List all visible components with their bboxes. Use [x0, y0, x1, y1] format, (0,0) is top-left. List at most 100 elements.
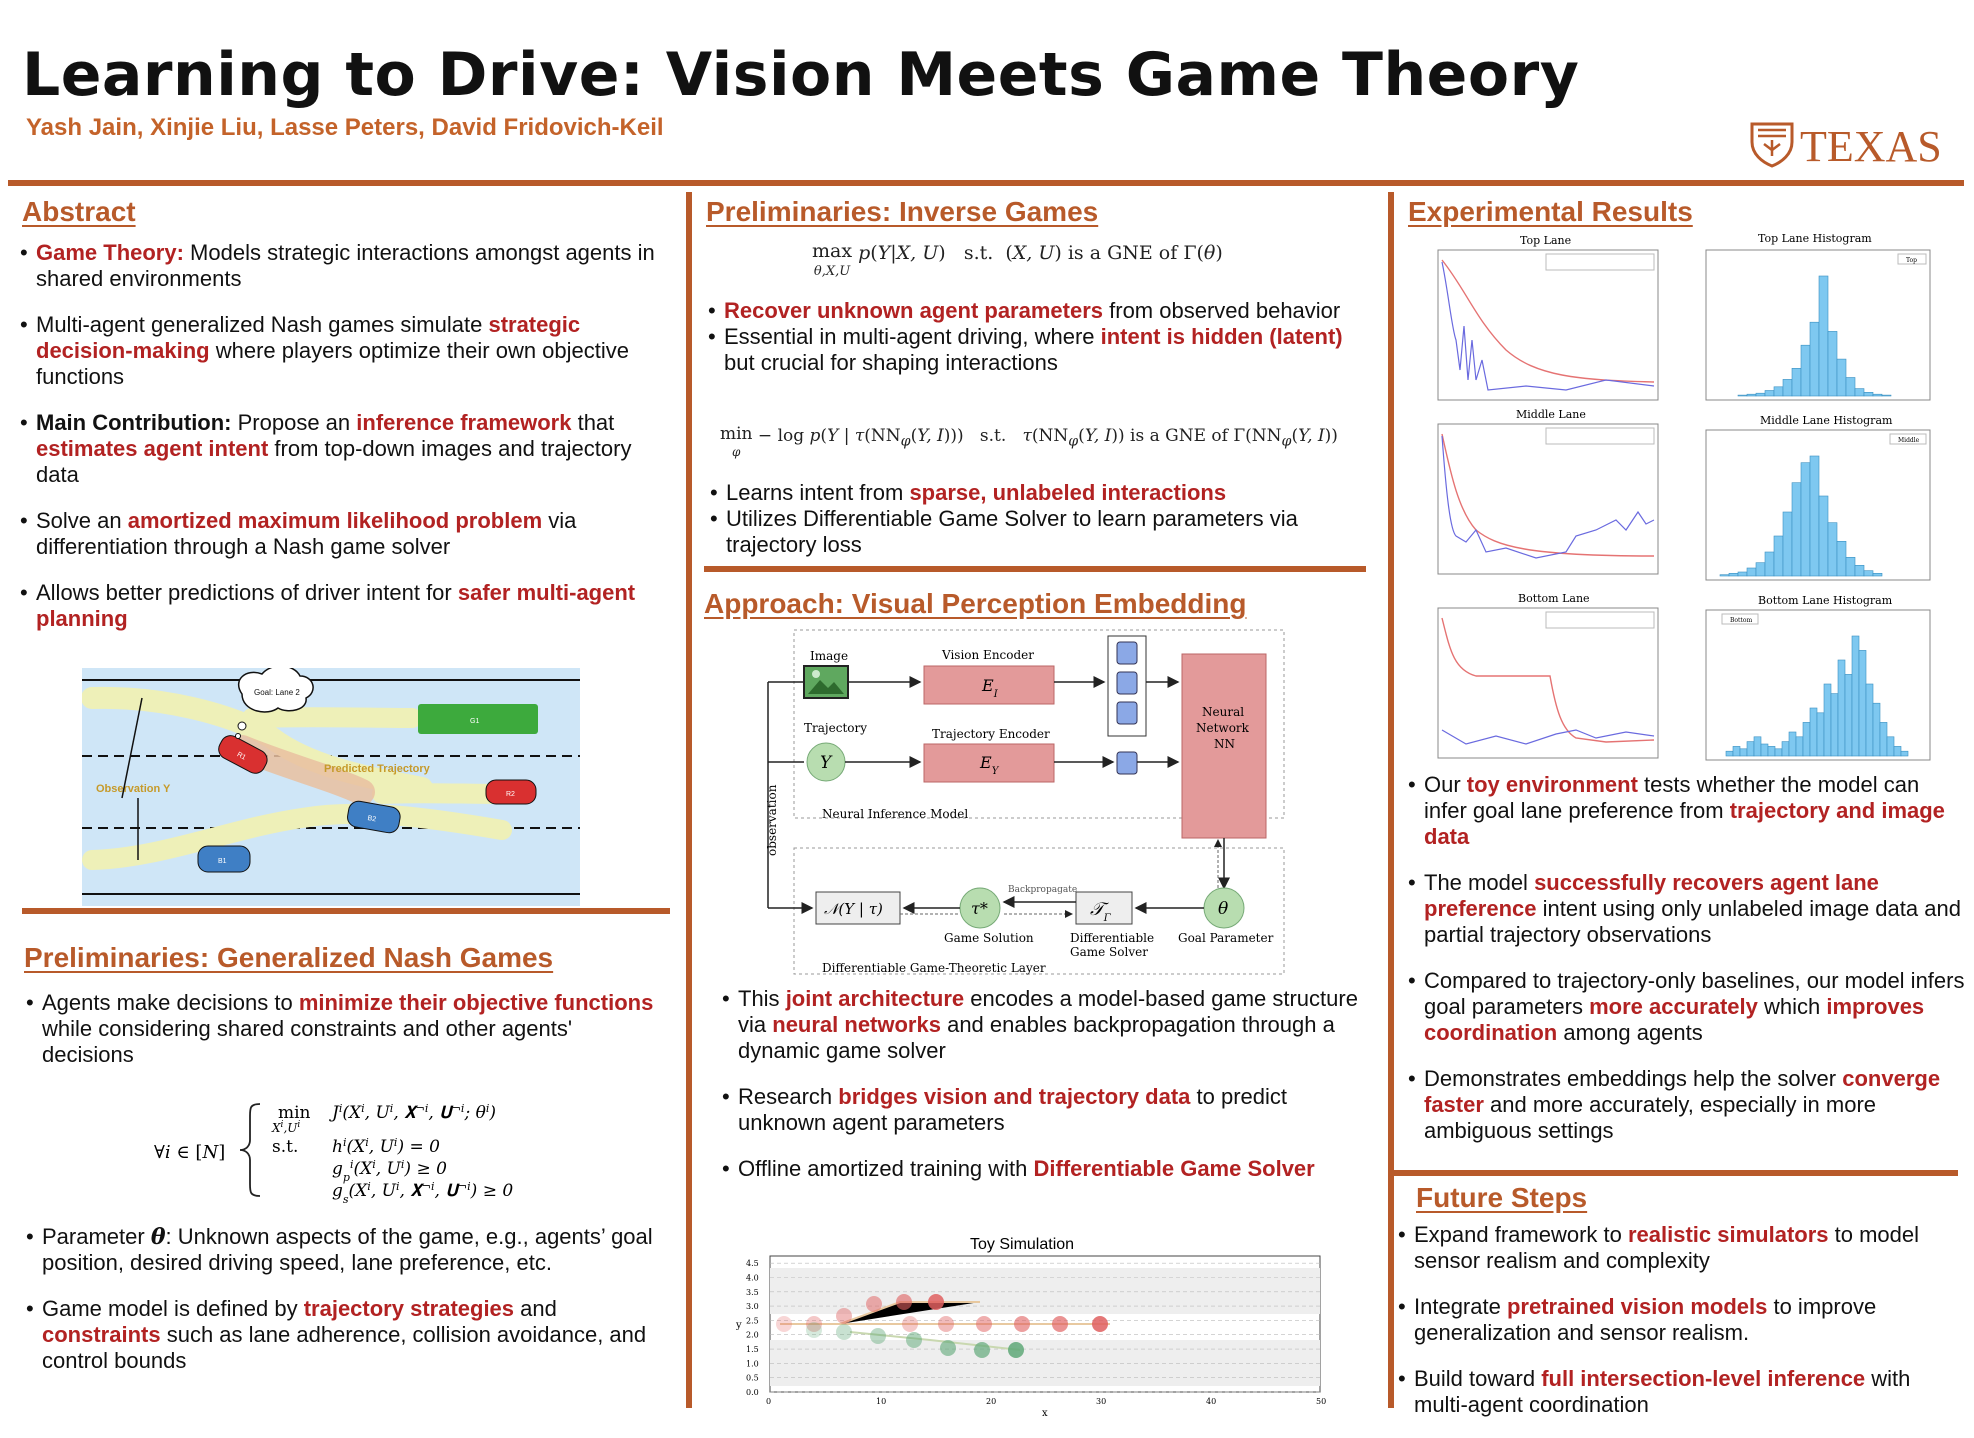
highlight: pretrained vision models: [1506, 1294, 1768, 1319]
toy-y-tick: 0.5: [746, 1374, 759, 1383]
theta-symbol: θ: [150, 1224, 166, 1250]
text: The model: [1424, 870, 1535, 895]
highlight: converge faster: [1424, 1066, 1941, 1117]
histogram-bar: [1827, 522, 1838, 577]
histogram-bar: [1739, 748, 1748, 757]
text: Compared to trajectory-only baselines, o…: [1424, 968, 1965, 1019]
toy-y-tick: 1.0: [746, 1359, 759, 1368]
abstract-item: Main Contribution: Propose an inference …: [20, 410, 662, 488]
histogram-bar: [1879, 722, 1888, 757]
abstract-item: Solve an amortized maximum likelihood pr…: [20, 508, 662, 560]
highlight: improves coordination: [1424, 994, 1925, 1045]
abstract-list: Game Theory: Models strategic interactio…: [20, 240, 662, 652]
histogram-bar: [1746, 393, 1757, 397]
results-item: The model successfully recovers agent la…: [1408, 870, 1966, 948]
nn-label: Network: [1196, 721, 1250, 735]
future-heading: Future Steps: [1416, 1182, 1588, 1213]
inverse-list-2: Learns intent from sparse, unlabeled int…: [710, 480, 1372, 558]
histogram-bar: [1827, 331, 1838, 397]
svg-text:θ: θ: [1218, 899, 1228, 919]
toy-xlabel: x: [1042, 1408, 1048, 1418]
highlight: minimize their objective functions: [298, 990, 654, 1015]
backpropagate-label: Backpropagate: [1008, 885, 1077, 895]
approach-item: Offline amortized training with Differen…: [722, 1156, 1374, 1182]
text: to improve generalization and sensor rea…: [1414, 1294, 1877, 1345]
game-solution-label: Game Solution: [944, 931, 1034, 945]
column-divider-1: [686, 192, 692, 1408]
histogram-bar: [1900, 750, 1909, 757]
histogram-bar: [1728, 572, 1739, 577]
histogram-bar: [1809, 321, 1820, 397]
histogram-bar: [1788, 731, 1797, 757]
vision-encoder-label: Vision Encoder: [941, 648, 1034, 662]
text: Research: [738, 1084, 839, 1109]
text: where players optimize their own objecti…: [36, 338, 630, 389]
histogram-bar: [1818, 275, 1829, 397]
histogram-bar: [1858, 650, 1867, 757]
text: tests whether the model can infer goal l…: [1424, 772, 1920, 823]
histogram-bar: [1893, 746, 1902, 757]
text: encodes a model-based game structure via: [738, 986, 1358, 1037]
highlight: more accurately: [1589, 994, 1758, 1019]
histogram-bar: [1753, 736, 1762, 757]
observation-label: Observation Y: [96, 783, 171, 795]
text: intent using only unlabeled image data a…: [1424, 896, 1961, 947]
section-rule: [1392, 1170, 1958, 1176]
toy-x-tick: 30: [1096, 1397, 1106, 1406]
results-figure: Top Lane Top Lane Histogram Top Middle L…: [1406, 230, 1964, 770]
middle-lane-line-plot: Middle Lane: [1437, 408, 1659, 575]
trajectory-encoder-label: Trajectory Encoder: [932, 727, 1050, 741]
histogram-bar: [1854, 388, 1865, 397]
highlight: intent is hidden (latent): [1100, 324, 1343, 349]
abstract-item: Allows better predictions of driver inte…: [20, 580, 662, 632]
svg-text:∀i ∈ [N]: ∀i ∈ [N]: [154, 1142, 225, 1163]
future-list: Expand framework to realistic simulators…: [1398, 1222, 1962, 1438]
text: Build toward: [1414, 1366, 1542, 1391]
histogram-bar: [1737, 571, 1748, 577]
histogram-bar: [1845, 556, 1856, 577]
histogram-bar: [1782, 379, 1793, 397]
histogram-bar: [1809, 455, 1820, 577]
histogram-bar: [1767, 746, 1776, 757]
histogram-bar: [1746, 741, 1755, 757]
gnash-item: Agents make decisions to minimize their …: [26, 990, 668, 1068]
plot-title: Bottom Lane Histogram: [1758, 594, 1893, 607]
goal-parameter-label: Goal Parameter: [1178, 931, 1274, 945]
predicted-trajectory-label: Predicted Trajectory: [324, 763, 431, 775]
gnash-item: Parameter θ: Unknown aspects of the game…: [26, 1224, 668, 1276]
text: to predict unknown agent parameters: [738, 1084, 1287, 1135]
highlight: realistic simulators: [1627, 1222, 1829, 1247]
histogram-bar: [1791, 368, 1802, 397]
top-lane-line-plot: Top Lane: [1437, 234, 1659, 401]
text: This: [738, 986, 786, 1011]
neural-inference-label: Neural Inference Model: [822, 807, 968, 821]
histogram-bar: [1836, 358, 1847, 397]
histogram-bar: [1755, 392, 1766, 397]
histogram-bar: [1851, 635, 1860, 757]
nn-label: NN: [1214, 737, 1235, 751]
histogram-bar: [1865, 683, 1874, 757]
plot-title: Middle Lane Histogram: [1760, 414, 1893, 427]
histogram-bar: [1863, 392, 1874, 397]
svg-text:Ji(Xi, Ui, 𝐗¬i, 𝐔¬i; θi): Ji(Xi, Ui, 𝐗¬i, 𝐔¬i; θi): [329, 1102, 496, 1124]
car-b1: B1: [197, 845, 251, 873]
highlight: trajectory strategies: [303, 1296, 515, 1321]
section-rule: [704, 566, 1366, 572]
text: with multi-agent coordination: [1414, 1366, 1911, 1417]
toy-title: Toy Simulation: [970, 1236, 1074, 1253]
trajectory-label: Trajectory: [804, 721, 867, 735]
histogram-bar: [1782, 511, 1793, 577]
histogram-bar: [1774, 748, 1783, 757]
toy-y-tick: 2.0: [746, 1331, 759, 1340]
histogram-bar: [1725, 750, 1734, 757]
toy-y-tick: 1.5: [746, 1345, 759, 1354]
histogram-bar: [1719, 574, 1730, 577]
text: and: [514, 1296, 557, 1321]
results-item: Our toy environment tests whether the mo…: [1408, 772, 1966, 850]
highlight: estimates agent intent: [36, 436, 269, 461]
histogram-bar: [1791, 482, 1802, 577]
text: Parameter: [42, 1224, 151, 1249]
histogram-bar: [1773, 535, 1784, 577]
